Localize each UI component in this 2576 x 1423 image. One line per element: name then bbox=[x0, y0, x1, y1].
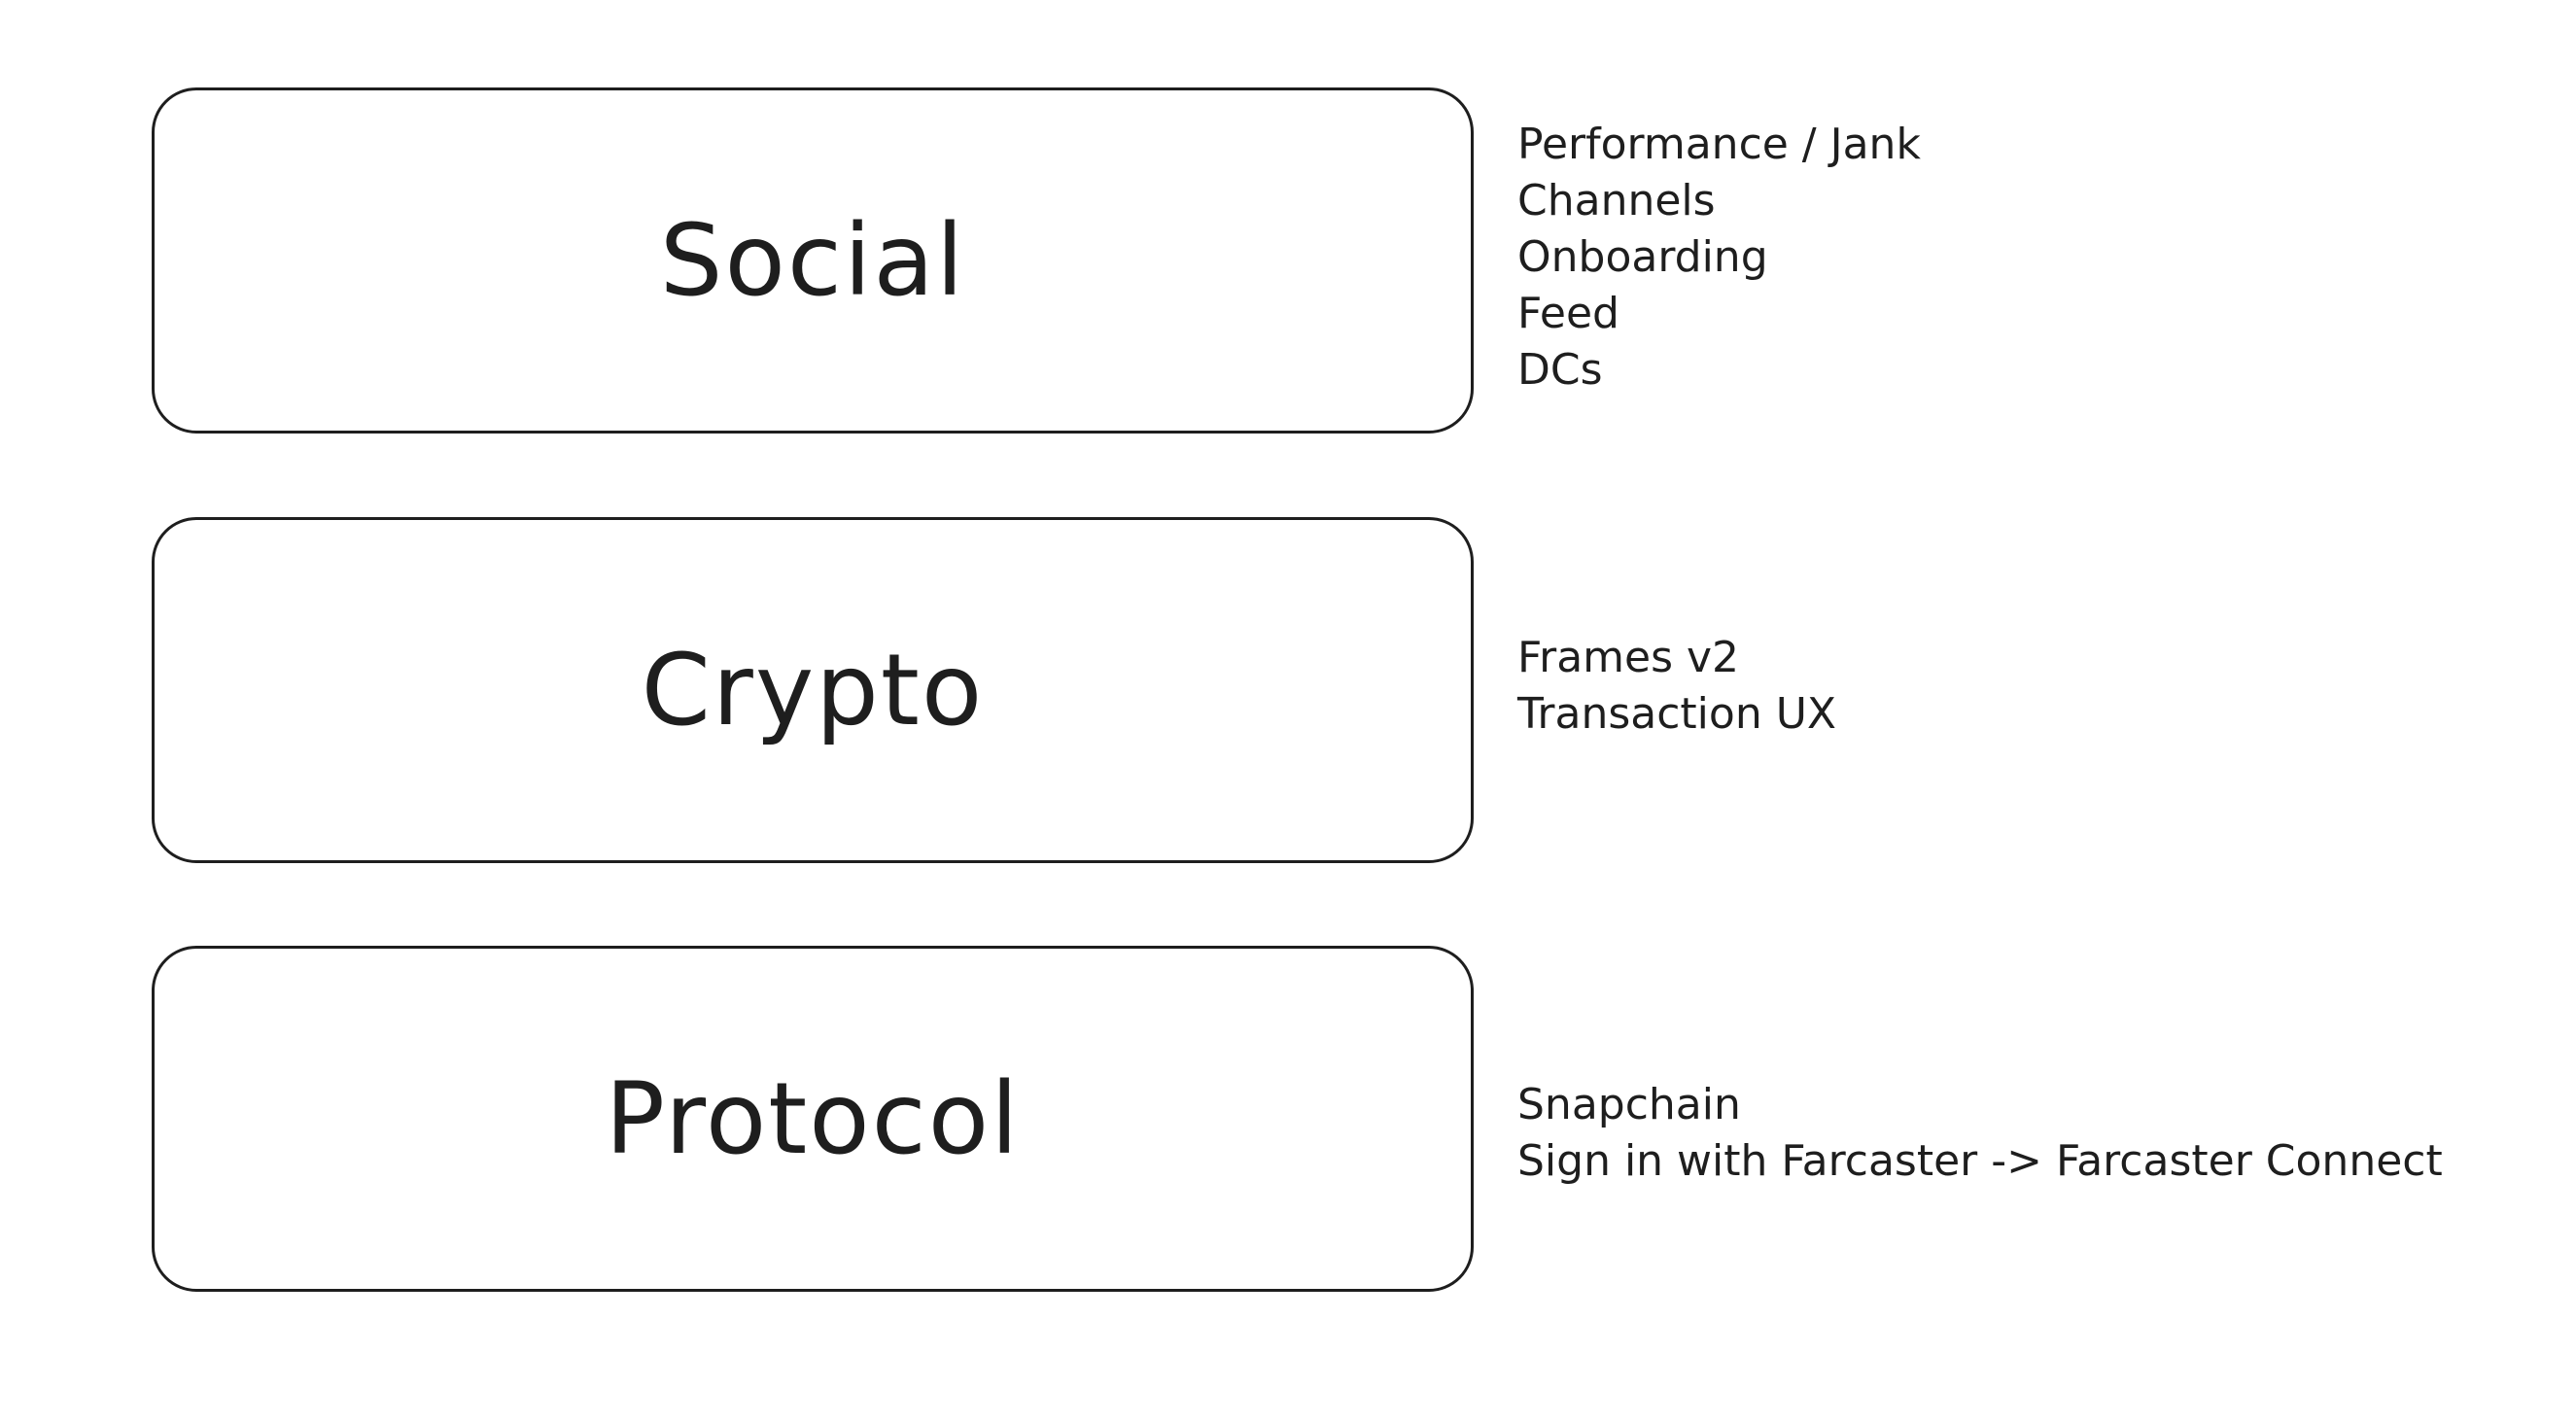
social-note-item: Channels bbox=[1517, 176, 1716, 226]
crypto-note-item: Transaction UX bbox=[1517, 689, 1837, 739]
protocol-notes: Snapchain Sign in with Farcaster -> Farc… bbox=[1517, 1077, 2443, 1190]
protocol-note-item: Snapchain bbox=[1517, 1080, 1741, 1129]
protocol-layer-title: Protocol bbox=[605, 1060, 1021, 1177]
social-note-item: Feed bbox=[1517, 289, 1619, 338]
crypto-layer-box[interactable]: Crypto bbox=[152, 517, 1474, 863]
crypto-layer-title: Crypto bbox=[641, 632, 985, 748]
social-note-item: Onboarding bbox=[1517, 232, 1768, 282]
crypto-notes: Frames v2 Transaction UX bbox=[1517, 630, 1836, 743]
social-layer-box[interactable]: Social bbox=[152, 87, 1474, 434]
social-notes: Performance / Jank Channels Onboarding F… bbox=[1517, 117, 1921, 399]
protocol-layer-box[interactable]: Protocol bbox=[152, 946, 1474, 1292]
social-note-item: DCs bbox=[1517, 345, 1603, 395]
crypto-note-item: Frames v2 bbox=[1517, 633, 1740, 682]
social-layer-title: Social bbox=[659, 202, 966, 319]
protocol-note-item: Sign in with Farcaster -> Farcaster Conn… bbox=[1517, 1136, 2443, 1186]
social-note-item: Performance / Jank bbox=[1517, 120, 1921, 169]
